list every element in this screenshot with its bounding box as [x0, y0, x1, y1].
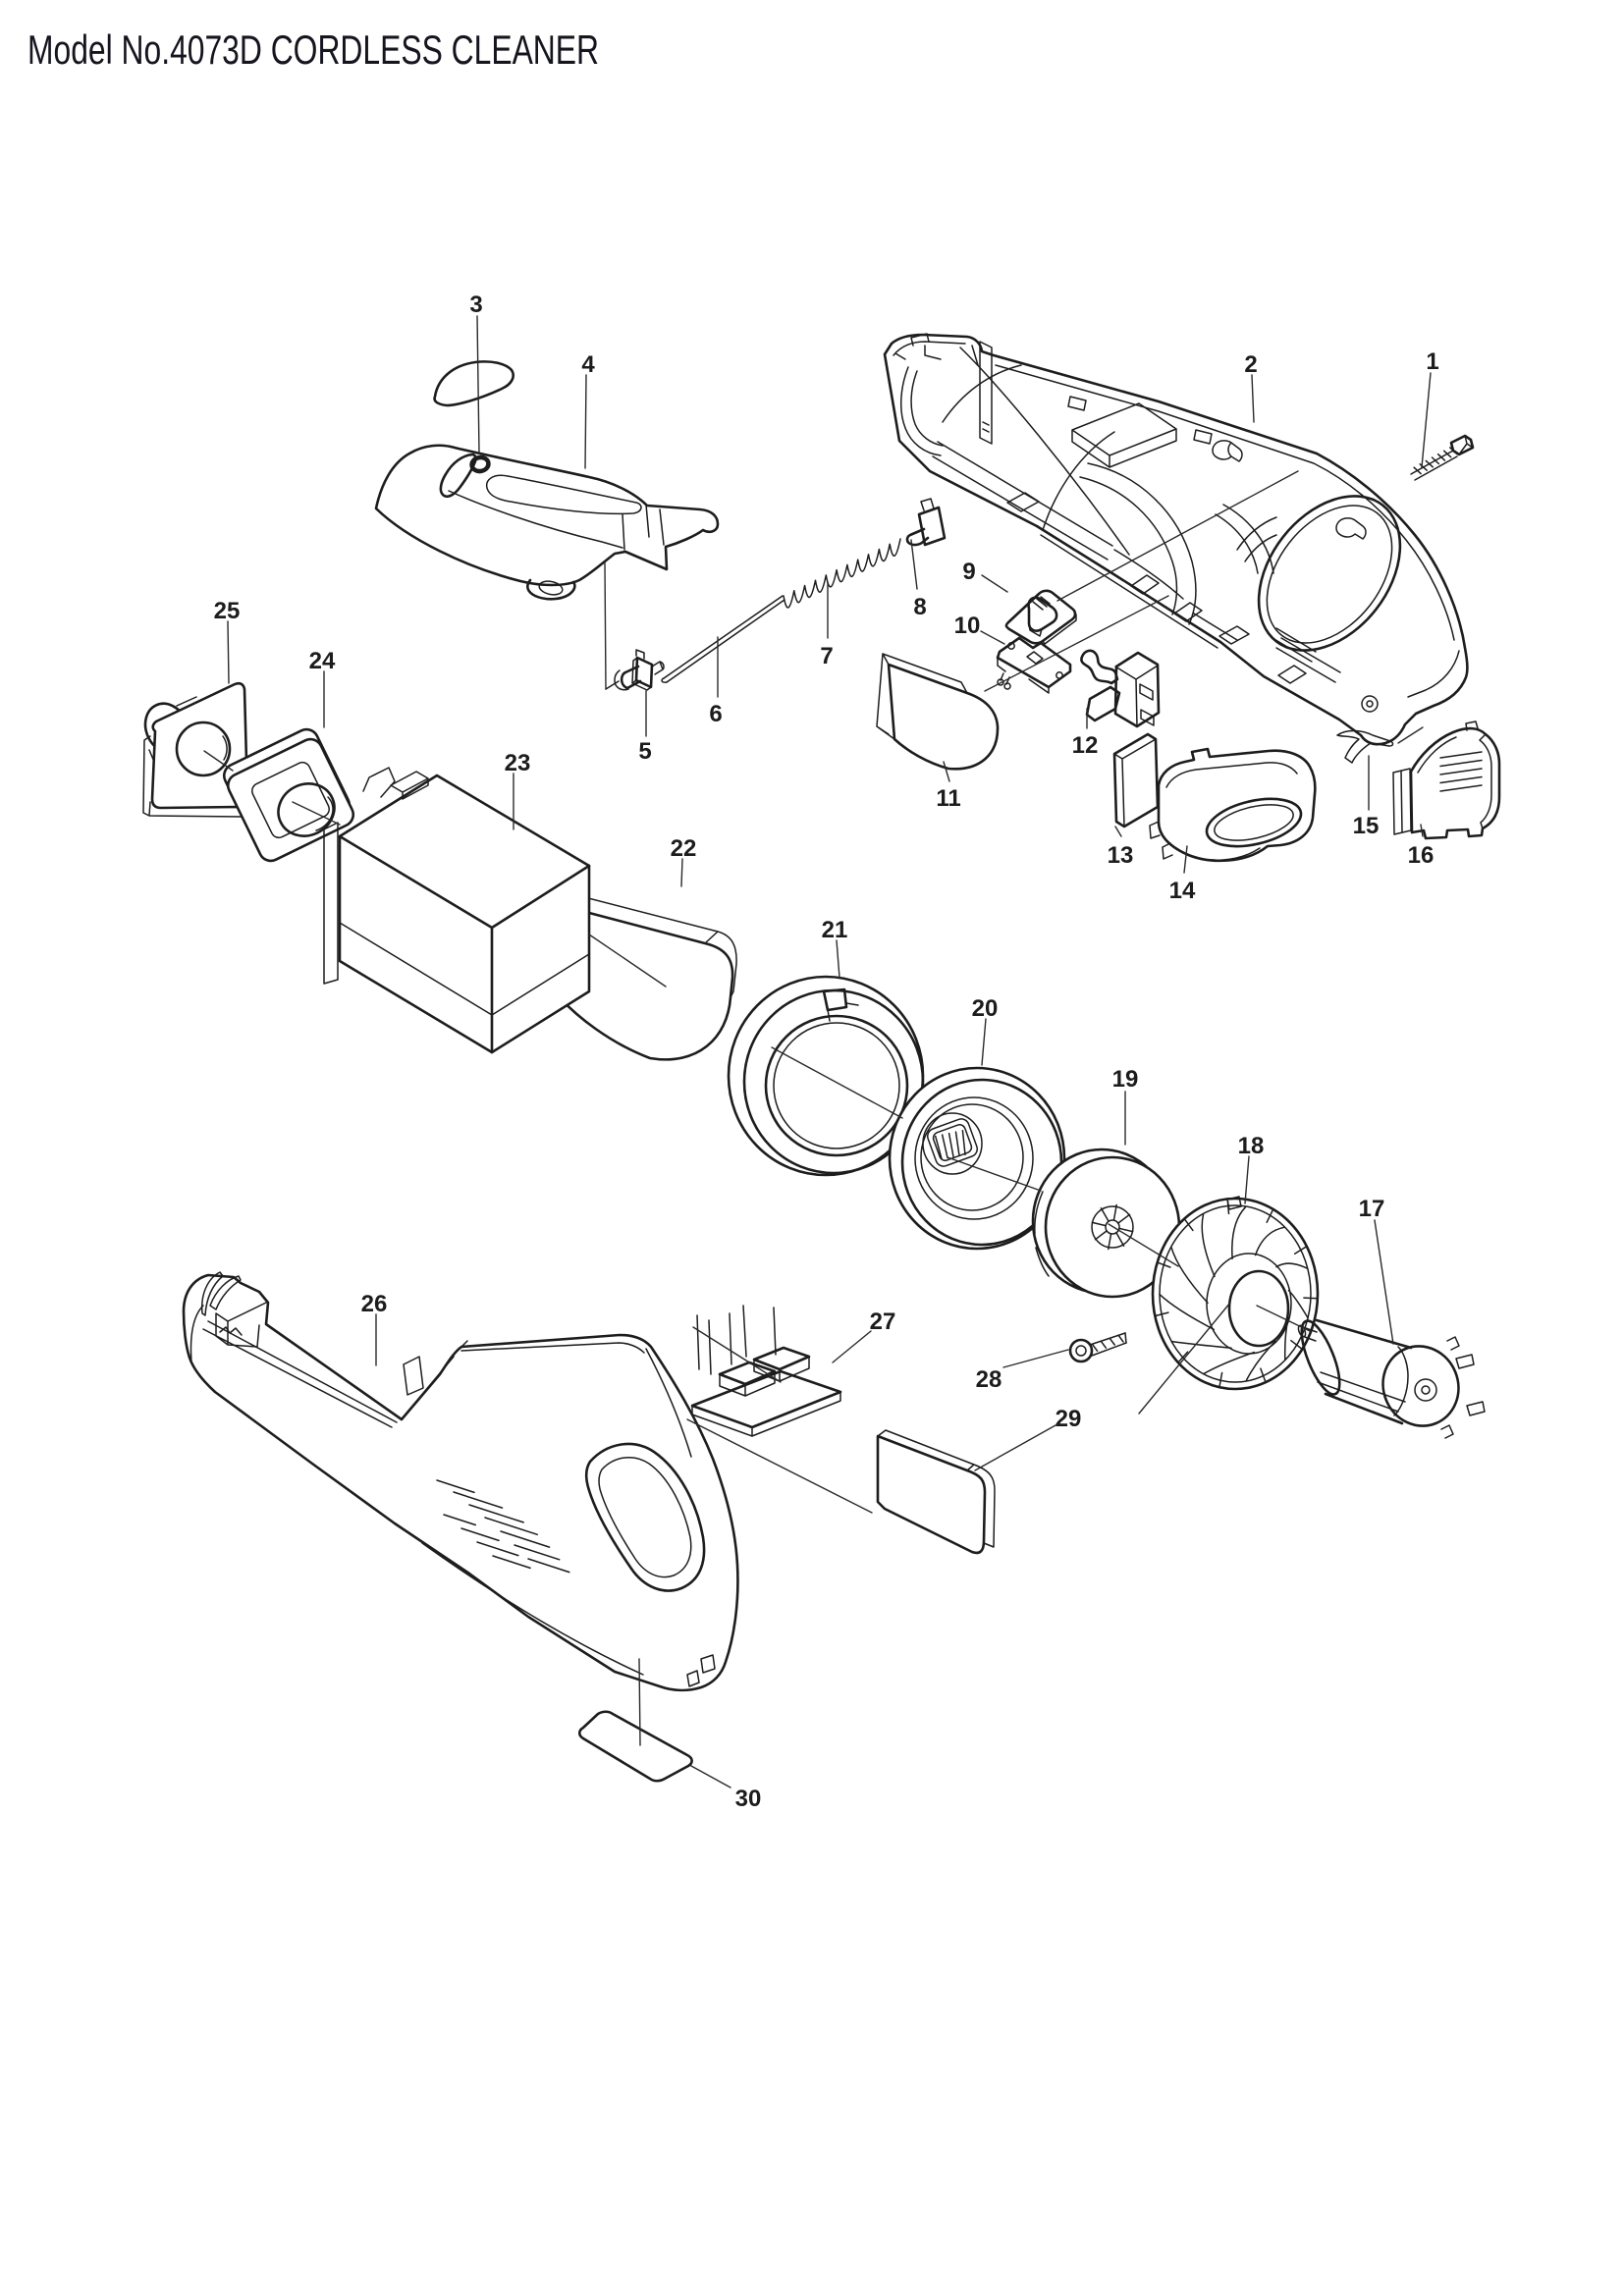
svg-text:21: 21 — [822, 917, 848, 943]
svg-text:28: 28 — [976, 1366, 1002, 1393]
svg-text:24: 24 — [309, 648, 336, 674]
svg-text:7: 7 — [820, 643, 833, 669]
svg-text:8: 8 — [913, 594, 926, 620]
svg-text:Model No.4073D CORDLESS CLEANE: Model No.4073D CORDLESS CLEANER — [27, 27, 599, 73]
svg-text:4: 4 — [581, 351, 595, 378]
svg-text:20: 20 — [972, 995, 999, 1022]
svg-text:16: 16 — [1408, 842, 1435, 869]
svg-text:17: 17 — [1359, 1196, 1385, 1222]
svg-text:2: 2 — [1244, 351, 1257, 378]
svg-text:3: 3 — [469, 292, 482, 318]
svg-text:12: 12 — [1072, 732, 1099, 759]
svg-text:23: 23 — [505, 750, 531, 776]
svg-text:18: 18 — [1238, 1133, 1265, 1159]
svg-text:30: 30 — [735, 1786, 762, 1812]
svg-text:19: 19 — [1112, 1066, 1139, 1093]
svg-text:26: 26 — [361, 1291, 388, 1317]
svg-text:13: 13 — [1108, 842, 1134, 869]
svg-text:10: 10 — [954, 613, 981, 639]
svg-text:9: 9 — [962, 559, 975, 585]
svg-text:22: 22 — [671, 835, 697, 862]
svg-text:6: 6 — [709, 701, 722, 727]
svg-text:5: 5 — [638, 738, 651, 765]
svg-text:11: 11 — [936, 785, 960, 812]
svg-text:29: 29 — [1056, 1406, 1082, 1432]
svg-text:1: 1 — [1426, 348, 1438, 375]
svg-text:15: 15 — [1353, 813, 1380, 839]
svg-text:27: 27 — [870, 1308, 896, 1335]
svg-text:25: 25 — [214, 598, 241, 624]
svg-text:14: 14 — [1169, 878, 1196, 904]
